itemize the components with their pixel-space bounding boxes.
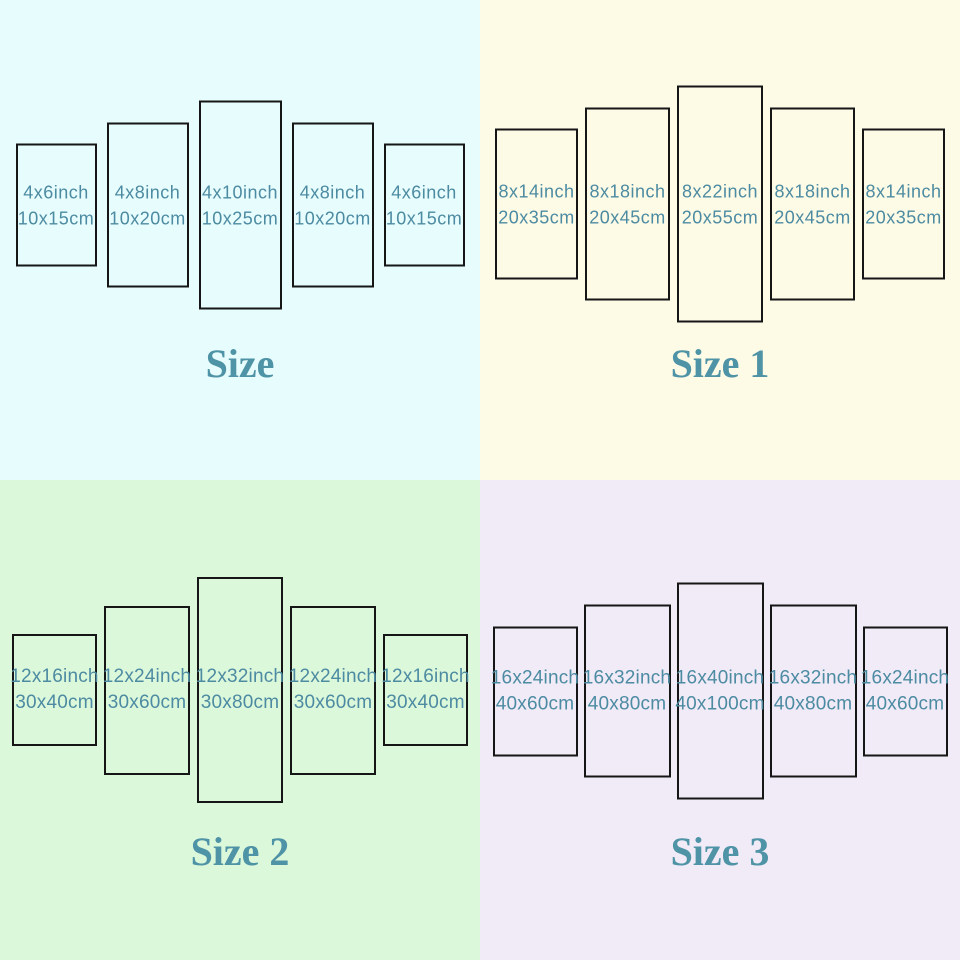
panel-size-label: 16x32inch 40x80cm bbox=[769, 665, 857, 717]
panel-size-inch: 16x32inch bbox=[582, 667, 672, 688]
panel-row: 8x14inch 20x35cm 8x18inch 20x45cm 8x22in… bbox=[480, 85, 960, 323]
canvas-panel: 8x22inch 20x55cm bbox=[677, 85, 763, 323]
panel-size-cm: 40x80cm bbox=[773, 693, 853, 714]
panel-size-label: 8x18inch 20x45cm bbox=[774, 178, 851, 230]
panel-size-inch: 16x40inch bbox=[675, 667, 765, 688]
panel-size-cm: 10x25cm bbox=[201, 208, 279, 228]
size-chart-title: Size 2 bbox=[190, 829, 290, 874]
panel-size-label: 12x32inch 30x80cm bbox=[196, 664, 284, 716]
panel-size-cm: 30x60cm bbox=[293, 692, 373, 713]
canvas-panel: 4x6inch 10x15cm bbox=[15, 143, 97, 267]
canvas-panel: 16x24inch 40x60cm bbox=[491, 626, 579, 756]
panel-size-label: 4x8inch 10x20cm bbox=[109, 179, 186, 231]
panel-size-label: 4x6inch 10x15cm bbox=[18, 179, 95, 231]
size-chart-quadrant-size-3: 16x24inch 40x60cm 16x32inch 40x80cm 16x4… bbox=[480, 480, 960, 960]
panel-size-cm: 30x40cm bbox=[386, 692, 465, 713]
panel-size-label: 8x14inch 20x35cm bbox=[498, 178, 575, 230]
canvas-panel: 8x18inch 20x45cm bbox=[770, 107, 855, 301]
size-chart-title: Size 1 bbox=[670, 341, 770, 386]
canvas-panel: 4x6inch 10x15cm bbox=[383, 143, 465, 267]
panel-size-cm: 10x15cm bbox=[385, 208, 463, 228]
panel-size-label: 12x24inch 30x60cm bbox=[289, 664, 377, 716]
panel-size-inch: 8x22inch bbox=[681, 181, 759, 201]
panel-row: 4x6inch 10x15cm 4x8inch 10x20cm 4x10inch… bbox=[0, 100, 480, 310]
size-chart-quadrant-size-1: 8x14inch 20x35cm 8x18inch 20x45cm 8x22in… bbox=[480, 0, 960, 480]
panel-size-inch: 8x18inch bbox=[589, 181, 666, 201]
panel-size-inch: 12x32inch bbox=[195, 666, 285, 687]
panel-size-inch: 4x6inch bbox=[23, 182, 89, 202]
canvas-panel: 16x40inch 40x100cm bbox=[675, 582, 764, 800]
canvas-panel: 12x24inch 30x60cm bbox=[289, 605, 377, 775]
panel-size-inch: 4x10inch bbox=[201, 182, 279, 202]
panel-size-label: 12x16inch 30x40cm bbox=[381, 664, 469, 716]
panel-size-inch: 12x24inch bbox=[102, 666, 192, 687]
panel-size-cm: 20x35cm bbox=[498, 207, 575, 227]
panel-size-cm: 40x100cm bbox=[675, 693, 765, 714]
panel-size-label: 16x24inch 40x60cm bbox=[491, 665, 579, 717]
panel-size-cm: 30x40cm bbox=[15, 692, 94, 713]
panel-size-label: 4x10inch 10x25cm bbox=[202, 179, 279, 231]
panel-size-cm: 20x55cm bbox=[681, 207, 759, 227]
panel-size-label: 12x16inch 30x40cm bbox=[10, 664, 98, 716]
panel-size-label: 4x6inch 10x15cm bbox=[386, 179, 463, 231]
panel-size-cm: 40x80cm bbox=[587, 693, 667, 714]
panel-size-inch: 4x8inch bbox=[299, 182, 366, 202]
panel-size-label: 4x8inch 10x20cm bbox=[294, 179, 371, 231]
canvas-panel: 4x8inch 10x20cm bbox=[106, 122, 189, 288]
panel-size-inch: 16x24inch bbox=[490, 667, 580, 688]
canvas-panel: 12x24inch 30x60cm bbox=[103, 605, 191, 775]
panel-row: 12x16inch 30x40cm 12x24inch 30x60cm 12x3… bbox=[0, 577, 480, 803]
panel-size-inch: 12x16inch bbox=[381, 666, 470, 687]
size-chart-quadrant-size-2: 12x16inch 30x40cm 12x24inch 30x60cm 12x3… bbox=[0, 480, 480, 960]
panel-size-cm: 10x20cm bbox=[109, 208, 186, 228]
panel-size-inch: 16x24inch bbox=[860, 667, 950, 688]
panel-size-cm: 10x20cm bbox=[294, 208, 371, 228]
panel-size-label: 16x40inch 40x100cm bbox=[675, 665, 764, 717]
panel-row: 16x24inch 40x60cm 16x32inch 40x80cm 16x4… bbox=[480, 582, 960, 800]
canvas-panel: 4x10inch 10x25cm bbox=[198, 100, 282, 310]
canvas-panel: 8x14inch 20x35cm bbox=[495, 128, 578, 280]
canvas-panel: 12x32inch 30x80cm bbox=[196, 577, 284, 803]
panel-size-label: 12x24inch 30x60cm bbox=[103, 664, 191, 716]
panel-size-inch: 8x14inch bbox=[865, 181, 942, 201]
panel-size-cm: 20x45cm bbox=[589, 207, 666, 227]
panel-size-inch: 8x18inch bbox=[774, 181, 851, 201]
panel-size-cm: 40x60cm bbox=[865, 693, 945, 714]
size-chart-quadrant-size: 4x6inch 10x15cm 4x8inch 10x20cm 4x10inch… bbox=[0, 0, 480, 480]
panel-size-label: 16x24inch 40x60cm bbox=[861, 665, 949, 717]
panel-size-cm: 20x35cm bbox=[865, 207, 942, 227]
panel-size-inch: 12x16inch bbox=[10, 666, 99, 687]
panel-size-inch: 4x8inch bbox=[114, 182, 181, 202]
panel-size-label: 8x18inch 20x45cm bbox=[589, 178, 666, 230]
panel-size-inch: 12x24inch bbox=[288, 666, 378, 687]
panel-size-cm: 30x80cm bbox=[200, 692, 280, 713]
panel-size-cm: 30x60cm bbox=[107, 692, 187, 713]
panel-size-cm: 40x60cm bbox=[495, 693, 575, 714]
size-chart-title: Size bbox=[205, 341, 275, 386]
canvas-panel: 4x8inch 10x20cm bbox=[291, 122, 374, 288]
canvas-panel: 8x18inch 20x45cm bbox=[585, 107, 670, 301]
canvas-panel: 16x24inch 40x60cm bbox=[861, 626, 949, 756]
canvas-panel: 8x14inch 20x35cm bbox=[862, 128, 945, 280]
panel-size-cm: 10x15cm bbox=[17, 208, 95, 228]
canvas-panel: 12x16inch 30x40cm bbox=[381, 634, 470, 746]
panel-size-cm: 20x45cm bbox=[774, 207, 851, 227]
panel-size-inch: 4x6inch bbox=[391, 182, 457, 202]
canvas-panel: 12x16inch 30x40cm bbox=[10, 634, 99, 746]
panel-size-label: 8x14inch 20x35cm bbox=[865, 178, 942, 230]
size-chart-title: Size 3 bbox=[670, 829, 770, 874]
panel-size-inch: 8x14inch bbox=[498, 181, 575, 201]
canvas-panel: 16x32inch 40x80cm bbox=[769, 604, 857, 778]
panel-size-inch: 16x32inch bbox=[768, 667, 858, 688]
panel-size-label: 8x22inch 20x55cm bbox=[682, 178, 759, 230]
canvas-panel: 16x32inch 40x80cm bbox=[583, 604, 671, 778]
panel-size-label: 16x32inch 40x80cm bbox=[583, 665, 671, 717]
